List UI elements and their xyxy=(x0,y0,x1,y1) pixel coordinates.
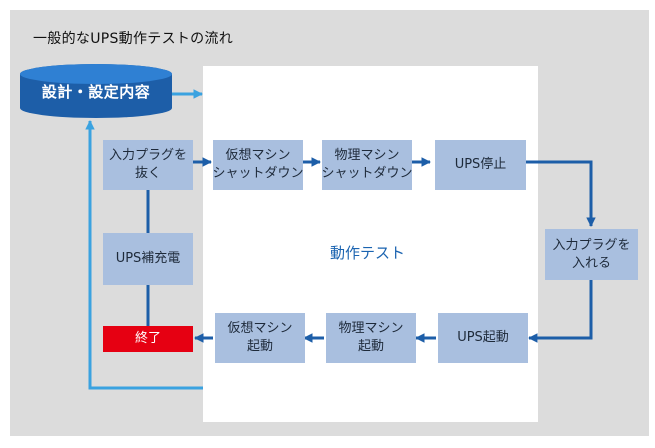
step-pm-shutdown: 物理マシン シャットダウン xyxy=(321,140,413,190)
step-unplug-line1: 入力プラグを xyxy=(108,148,187,163)
step-vm-shutdown: 仮想マシン シャットダウン xyxy=(212,140,304,190)
database-cylinder xyxy=(20,64,172,118)
step-pm-start-line1: 物理マシン xyxy=(338,321,404,336)
step-plug-in-line2: 入れる xyxy=(571,255,611,271)
step-pm-shutdown-line1: 物理マシン xyxy=(334,148,400,163)
step-vm-shutdown-line1: 仮想マシン xyxy=(225,148,291,163)
step-end-label: 終了 xyxy=(134,331,161,346)
step-vm-start-line1: 仮想マシン xyxy=(227,321,293,336)
step-ups-recharge: UPS補充電 xyxy=(103,233,193,285)
step-ups-stop-label: UPS停止 xyxy=(454,157,507,172)
step-unplug: 入力プラグを 抜く xyxy=(103,140,193,190)
plug-in-to-ups-start-arrow xyxy=(528,280,593,343)
recharge-to-db-arrow xyxy=(85,120,203,390)
database-label: 設計・設定内容 xyxy=(41,83,151,101)
step-ups-stop: UPS停止 xyxy=(435,140,526,190)
step-unplug-line2: 抜く xyxy=(134,166,161,181)
step-pm-shutdown-line2: シャットダウン xyxy=(321,166,413,181)
operation-test-label: 動作テスト xyxy=(330,244,406,262)
step-vm-shutdown-line2: シャットダウン xyxy=(212,166,304,181)
step-end: 終了 xyxy=(103,326,193,352)
step-pm-start-line2: 起動 xyxy=(357,339,384,354)
step-plug-in-line1: 入力プラグを xyxy=(552,237,631,253)
step-ups-start: UPS起動 xyxy=(438,313,528,363)
step-plug-in: 入力プラグを 入れる xyxy=(545,229,638,280)
step-vm-start: 仮想マシン 起動 xyxy=(215,313,305,363)
step-ups-start-label: UPS起動 xyxy=(457,330,509,345)
step-pm-start: 物理マシン 起動 xyxy=(326,313,416,363)
step-vm-start-line2: 起動 xyxy=(246,339,273,354)
step-ups-recharge-label: UPS補充電 xyxy=(115,251,181,266)
diagram-title: 一般的なUPS動作テストの流れ xyxy=(33,31,234,47)
ups-stop-to-plug-in-arrow xyxy=(526,160,596,227)
